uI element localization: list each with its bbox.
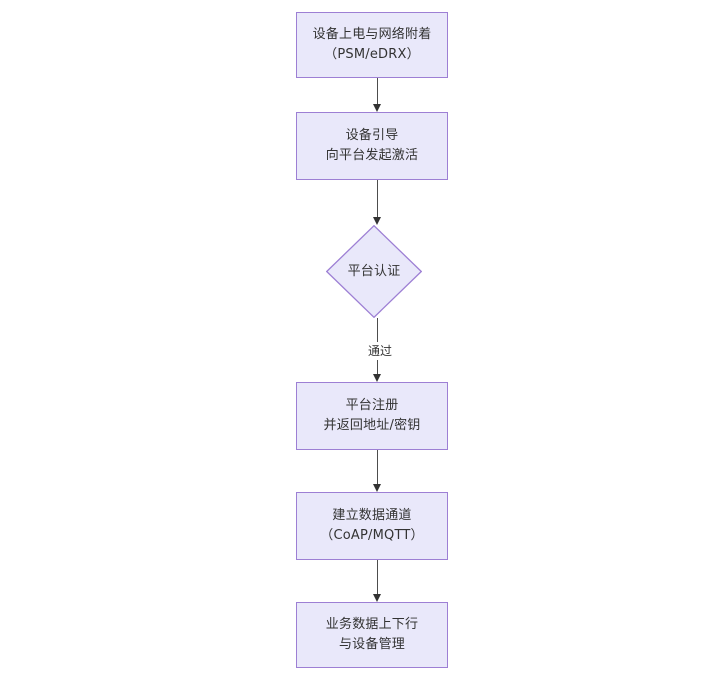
connector-line — [377, 78, 378, 104]
node-platform-register[interactable]: 平台注册 并返回地址/密钥 — [296, 382, 448, 450]
arrowhead-icon — [373, 484, 381, 492]
node-line-1: 设备引导 — [345, 128, 399, 143]
connector-n4-n5 — [372, 450, 383, 492]
connector-n5-n6 — [372, 560, 383, 602]
connector-line — [377, 180, 378, 217]
diamond-shape-icon — [326, 225, 422, 318]
connector-n1-n2 — [372, 78, 383, 112]
connector-n2-n3 — [372, 180, 383, 225]
node-line-1: 平台认证 — [347, 263, 401, 279]
node-line-2: （CoAP/MQTT） — [320, 528, 424, 543]
node-line-2: （PSM/eDRX） — [324, 47, 420, 62]
node-line-2: 与设备管理 — [338, 637, 405, 652]
edge-label-pass: 通过 — [357, 342, 403, 360]
arrowhead-icon — [373, 594, 381, 602]
node-device-power-on[interactable]: 设备上电与网络附着 （PSM/eDRX） — [296, 12, 448, 78]
node-platform-auth-decision[interactable]: 平台认证 — [326, 225, 422, 318]
node-line-1: 业务数据上下行 — [325, 617, 419, 632]
arrowhead-icon — [373, 374, 381, 382]
node-line-1: 建立数据通道 — [332, 508, 412, 523]
node-establish-data-channel[interactable]: 建立数据通道 （CoAP/MQTT） — [296, 492, 448, 560]
connector-line — [377, 560, 378, 594]
arrowhead-icon — [373, 104, 381, 112]
node-line-2: 向平台发起激活 — [325, 148, 419, 163]
connector-line — [377, 450, 378, 484]
node-line-2: 并返回地址/密钥 — [323, 418, 421, 433]
arrowhead-icon — [373, 217, 381, 225]
node-line-1: 平台注册 — [345, 398, 399, 413]
node-line-1: 设备上电与网络附着 — [312, 27, 432, 42]
node-business-data-and-device-management[interactable]: 业务数据上下行 与设备管理 — [296, 602, 448, 668]
node-device-bootstrap[interactable]: 设备引导 向平台发起激活 — [296, 112, 448, 180]
